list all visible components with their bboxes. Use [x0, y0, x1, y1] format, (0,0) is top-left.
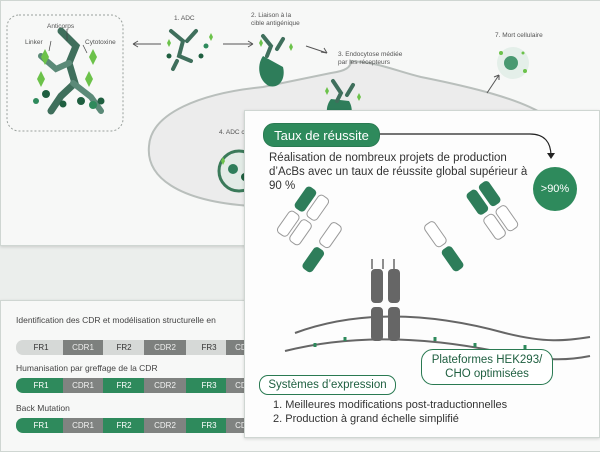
segment-cdr1: CDR1 [63, 418, 103, 433]
success-description: Réalisation de nombreux projets de produ… [269, 152, 528, 192]
success-rate-circle: >90% [533, 167, 577, 211]
adc-structure-diagram [33, 27, 105, 115]
sequence-bar-humanisation: FR1 CDR1 FR2 CDR2 FR3 CDR3 [16, 378, 256, 393]
step-3-label: 3. Endocytose médiée par les récepteurs [338, 51, 403, 66]
step-7-label: 7. Mort cellulaire [495, 32, 543, 39]
segment-cdr1: CDR1 [63, 340, 103, 355]
label-linker: Linker [25, 39, 43, 46]
segment-cdr1: CDR1 [63, 378, 103, 393]
segment-fr3: FR3 [194, 340, 224, 355]
segment-cdr2: CDR2 [144, 418, 186, 433]
segment-fr2: FR2 [104, 340, 144, 355]
bispecific-antibody-illustration [276, 133, 591, 361]
expression-systems-text: Systèmes d’expression [268, 379, 387, 391]
step-1-label: 1. ADC [174, 15, 195, 22]
segment-fr2: FR2 [104, 418, 144, 433]
adc-step2-icon [259, 34, 293, 87]
adc-step1-icon [166, 29, 213, 71]
success-rate-badge-text: Taux de réussite [274, 127, 369, 143]
row-title-humanisation: Humanisation par greffage de la CDR [16, 363, 158, 373]
segment-fr3: FR3 [194, 378, 224, 393]
platforms-badge: Plateformes HEK293/ CHO optimisées [421, 349, 553, 385]
platforms-text: Plateformes HEK293/ CHO optimisées [431, 354, 543, 380]
expression-systems-badge: Systèmes d’expression [259, 375, 396, 395]
segment-fr3: FR3 [194, 418, 224, 433]
segment-fr1: FR1 [24, 340, 58, 355]
segment-cdr2: CDR2 [144, 378, 186, 393]
success-rate-panel: Taux de réussite Réalisation de nombreux… [244, 110, 600, 438]
label-antibody: Anticorps [47, 23, 75, 30]
expression-item-1: 1. Meilleures modifications post-traduct… [273, 399, 508, 411]
segment-fr1: FR1 [24, 378, 58, 393]
step-2-label: 2. Liaison à la cible antigénique [251, 12, 300, 27]
success-rate-value: >90% [540, 183, 570, 195]
row-title-back-mutation: Back Mutation [16, 403, 70, 413]
segment-fr1: FR1 [24, 418, 58, 433]
cell-death-icon [497, 47, 529, 79]
segment-cdr2: CDR2 [144, 340, 186, 355]
row-title-identification: Identification des CDR et modélisation s… [16, 315, 216, 325]
success-rate-badge: Taux de réussite [263, 123, 380, 147]
sequence-bar-back-mutation: FR1 CDR1 FR2 CDR2 FR3 CDR3 [16, 418, 256, 433]
expression-item-2: 2. Production à grand échelle simplifié [273, 413, 459, 425]
segment-fr2: FR2 [104, 378, 144, 393]
step-4-label: 4. ADC c [219, 129, 245, 136]
sequence-bar-identification: FR1 CDR1 FR2 CDR2 FR3 CDR3 [16, 340, 256, 355]
label-payload: Cytotoxine [85, 39, 116, 46]
